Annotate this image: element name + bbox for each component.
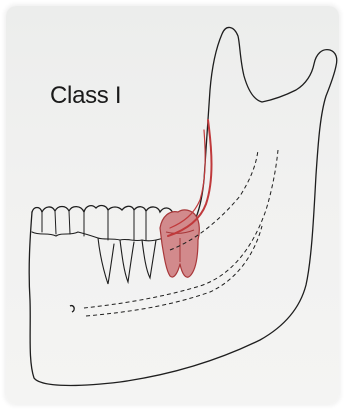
tooth-crowns: [32, 206, 173, 213]
mental-foramen: [70, 306, 74, 312]
classification-label: Class I: [50, 84, 121, 108]
tooth-roots: [98, 238, 156, 284]
